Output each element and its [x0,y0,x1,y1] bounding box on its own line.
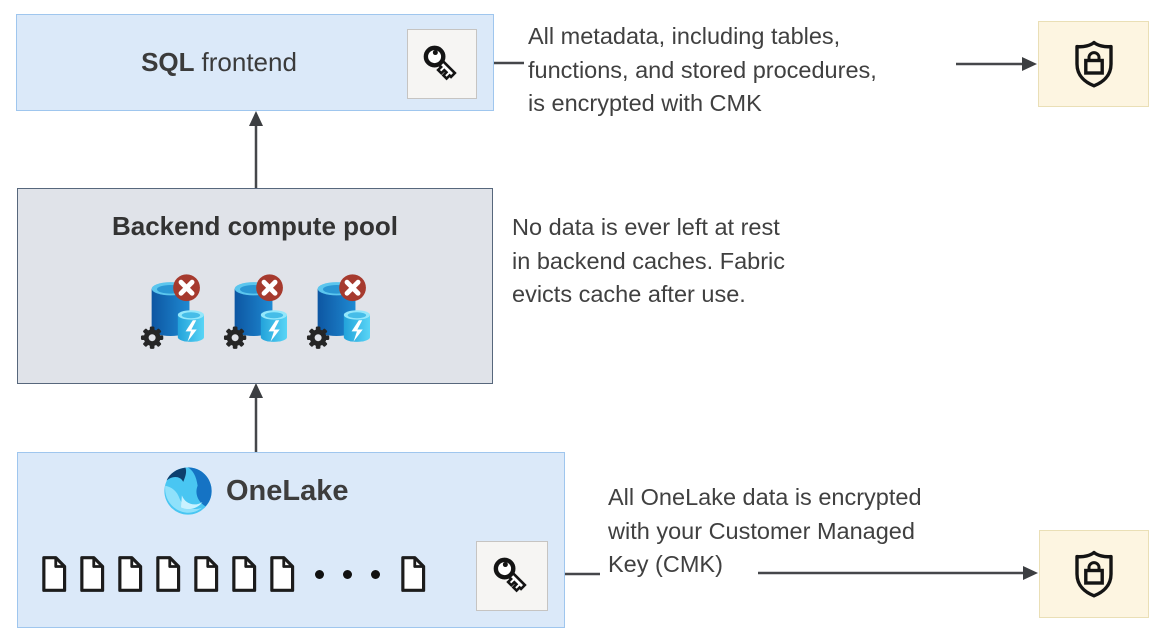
document-icon [115,553,145,595]
dot [371,569,380,579]
sql-key-button[interactable] [407,29,477,99]
document-icon [267,553,297,595]
sql-frontend-label: SQL frontend [41,15,397,110]
backend-compute-pool-title: Backend compute pool [111,211,399,241]
document-icon [39,553,69,595]
backend-compute-pool-box: Backend compute pool [17,188,493,384]
compute-node-row [18,273,492,351]
database-compute-icon [140,273,204,351]
database-compute-icon [223,273,287,351]
key-icon [488,552,536,600]
arrowhead-sql [249,111,263,126]
cmk-shield-box-bottom [1039,530,1149,618]
onelake-title: OneLake [226,474,349,507]
onelake-logo [160,463,216,519]
cache-eviction-annotation: No data is ever left at rest in backend … [512,214,786,307]
onelake-key-button[interactable] [476,541,548,611]
onelake-encryption-annotation: All OneLake data is encrypted with your … [608,484,922,577]
arrowhead-bottom-shield [1023,566,1038,580]
shield-lock-icon [1070,548,1118,600]
dot [343,569,352,579]
cmk-shield-box-top [1038,21,1149,107]
ellipsis-dots [315,569,380,579]
onelake-header: OneLake [160,463,349,519]
onelake-box: OneLake [17,452,565,628]
key-icon [418,40,466,88]
document-icon [153,553,183,595]
database-compute-icon [306,273,370,351]
sql-frontend-label-bold: SQL [141,47,195,77]
document-icon [77,553,107,595]
arrowhead-top-shield [1022,57,1037,71]
dot [315,569,324,579]
shield-lock-icon [1070,38,1118,90]
document-icon [229,553,259,595]
document-row [39,553,428,595]
document-icon [191,553,221,595]
arrowhead-backend [249,383,263,398]
metadata-encryption-annotation: All metadata, including tables, function… [528,23,877,116]
document-icon [398,553,428,595]
sql-frontend-label-regular: frontend [201,47,297,77]
sql-frontend-box: SQL frontend [16,14,494,111]
